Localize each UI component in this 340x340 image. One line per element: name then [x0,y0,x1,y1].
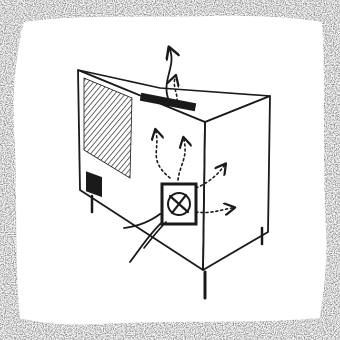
control-panel-icon [86,171,102,198]
cabinet-body [77,69,271,271]
airflow-arrow-icon [123,50,232,263]
fan-icon [160,182,198,226]
vent-slot-icon [139,92,197,112]
